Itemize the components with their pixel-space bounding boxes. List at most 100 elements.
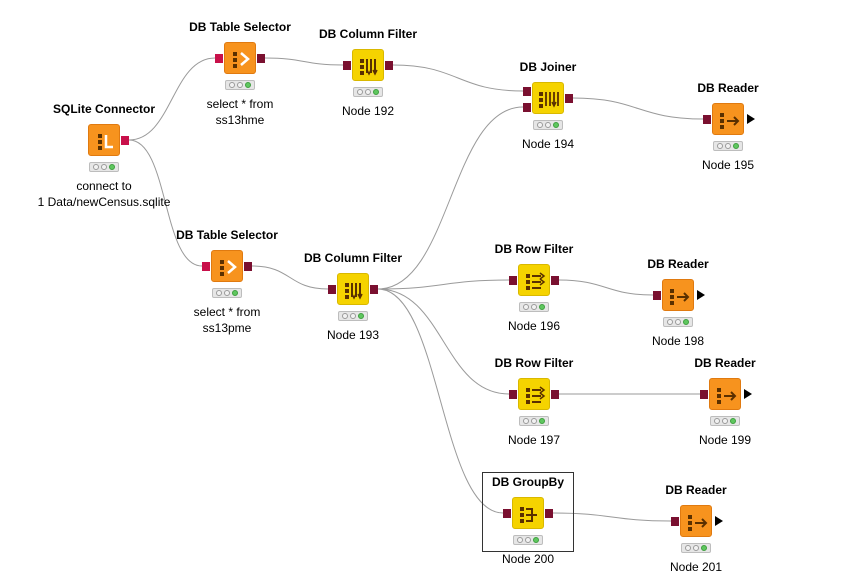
connection-wire[interactable]: [552, 512, 672, 522]
node-annotation[interactable]: Node 197: [508, 432, 560, 448]
status-green-light-icon: [553, 122, 559, 128]
connection-wire[interactable]: [377, 279, 510, 290]
output-port[interactable]: [551, 276, 559, 285]
sqlite-connector-icon: [98, 134, 113, 150]
input-port[interactable]: [509, 390, 517, 399]
node-annotation[interactable]: Node 192: [342, 103, 394, 119]
status-green-light-icon: [701, 545, 707, 551]
node-title: DB Table Selector: [176, 228, 278, 242]
status-green-light-icon: [245, 82, 251, 88]
node-annotation[interactable]: Node 198: [652, 333, 704, 349]
input-port[interactable]: [671, 517, 679, 526]
output-port[interactable]: [244, 262, 252, 271]
node-icon-body[interactable]: [337, 273, 369, 305]
connection-wire[interactable]: [377, 106, 524, 290]
status-green-light-icon: [373, 89, 379, 95]
output-port[interactable]: [545, 509, 553, 518]
node-icon-body[interactable]: [211, 250, 243, 282]
node-icon-body[interactable]: [712, 103, 744, 135]
output-port[interactable]: [565, 94, 573, 103]
node-icon-body[interactable]: [709, 378, 741, 410]
node-annotation[interactable]: Node 200: [502, 551, 554, 567]
status-green-light-icon: [232, 290, 238, 296]
connection-wire[interactable]: [251, 265, 329, 290]
node-annotation[interactable]: Node 199: [699, 432, 751, 448]
node-annotation[interactable]: Node 193: [327, 327, 379, 343]
connection-wire[interactable]: [128, 57, 216, 141]
status-green-light-icon: [730, 418, 736, 424]
input-port[interactable]: [503, 509, 511, 518]
node-icon-body[interactable]: [518, 378, 550, 410]
status-off-light-icon: [531, 304, 537, 310]
input-port[interactable]: [328, 285, 336, 294]
input-port[interactable]: [523, 103, 531, 112]
node-annotation[interactable]: Node 195: [702, 157, 754, 173]
status-off-light-icon: [365, 89, 371, 95]
status-green-light-icon: [533, 537, 539, 543]
input-port[interactable]: [343, 61, 351, 70]
status-green-light-icon: [539, 304, 545, 310]
node-icon-body[interactable]: [88, 124, 120, 156]
node-annotation[interactable]: Node 196: [508, 318, 560, 334]
connection-wire[interactable]: [558, 279, 654, 296]
status-off-light-icon: [237, 82, 243, 88]
node-icon-body[interactable]: [512, 497, 544, 529]
input-port[interactable]: [700, 390, 708, 399]
input-port[interactable]: [509, 276, 517, 285]
node-status-indicator: [710, 416, 740, 426]
status-off-light-icon: [216, 290, 222, 296]
input-port[interactable]: [523, 87, 531, 96]
input-port[interactable]: [215, 54, 223, 63]
status-off-light-icon: [229, 82, 235, 88]
connection-wire[interactable]: [128, 139, 203, 267]
node-annotation-line: Node 195: [701, 158, 755, 172]
status-green-light-icon: [733, 143, 739, 149]
reader-icon: [717, 388, 737, 404]
node-selection-box: [482, 472, 574, 552]
output-port[interactable]: [370, 285, 378, 294]
node-icon-body[interactable]: [224, 42, 256, 74]
node-status-indicator: [713, 141, 743, 151]
connection-wire[interactable]: [572, 97, 704, 120]
node-icon-body[interactable]: [532, 82, 564, 114]
node-icon-body[interactable]: [662, 279, 694, 311]
node-annotation-line: 1 Data/newCensus.sqlite: [37, 195, 171, 209]
status-off-light-icon: [523, 304, 529, 310]
output-arrow-icon: [697, 290, 705, 300]
node-status-indicator: [338, 311, 368, 321]
node-title: DB Column Filter: [304, 251, 402, 265]
input-port[interactable]: [202, 262, 210, 271]
output-port[interactable]: [551, 390, 559, 399]
status-off-light-icon: [685, 545, 691, 551]
output-port[interactable]: [385, 61, 393, 70]
node-title: DB Table Selector: [189, 20, 291, 34]
connection-wire[interactable]: [377, 288, 504, 514]
node-status-indicator: [513, 535, 543, 545]
output-port[interactable]: [257, 54, 265, 63]
status-off-light-icon: [531, 418, 537, 424]
input-port[interactable]: [703, 115, 711, 124]
node-title: DB Reader: [697, 81, 759, 95]
node-status-indicator: [681, 543, 711, 553]
status-off-light-icon: [523, 418, 529, 424]
node-title: DB Reader: [647, 257, 709, 271]
output-port[interactable]: [121, 136, 129, 145]
input-port[interactable]: [653, 291, 661, 300]
reader-icon: [688, 515, 708, 531]
node-annotation-line: ss13hme: [215, 113, 265, 127]
connection-wire[interactable]: [264, 57, 344, 66]
connection-wire[interactable]: [392, 64, 524, 92]
connection-wire[interactable]: [377, 288, 510, 395]
node-icon-body[interactable]: [518, 264, 550, 296]
column-filter-icon: [360, 59, 378, 76]
node-annotation-line: select * from: [193, 305, 261, 319]
node-icon-body[interactable]: [680, 505, 712, 537]
node-annotation[interactable]: Node 194: [522, 136, 574, 152]
node-annotation[interactable]: Node 201: [670, 559, 722, 575]
node-icon-body[interactable]: [352, 49, 384, 81]
